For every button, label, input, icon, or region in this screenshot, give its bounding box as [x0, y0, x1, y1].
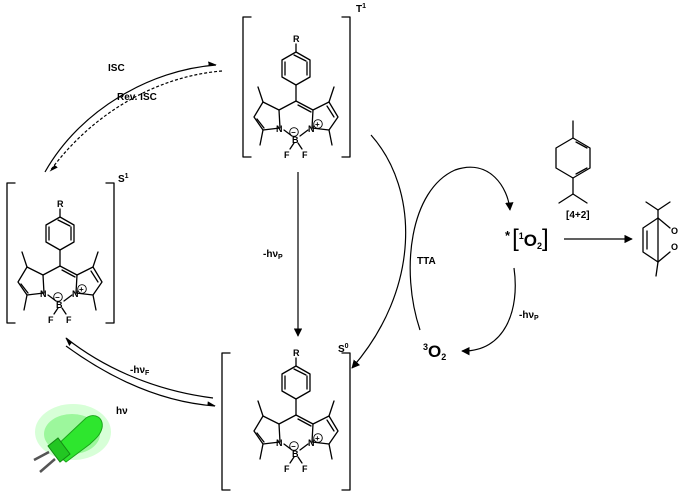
cycloaddition-label: [4+2] — [566, 210, 590, 221]
s1-molecule: R N N B F F − + — [17, 199, 103, 325]
rev-isc-label: Rev. ISC — [117, 92, 157, 103]
t1-plus-charge: + — [315, 120, 320, 129]
t1-r-atom: R — [293, 34, 300, 44]
oxygen-phosphorescence-arrow — [461, 267, 516, 356]
isc-label: ISC — [108, 63, 125, 74]
s0-n-left: N — [276, 438, 283, 448]
t1-to-s0-tta-arrow — [351, 134, 407, 369]
s0-plus-charge: + — [315, 434, 320, 443]
fluorescence-label: -hνF — [130, 365, 150, 377]
s1-f-right: F — [66, 315, 72, 325]
absorption-label: hν — [116, 406, 128, 417]
t1-bracket — [242, 16, 351, 158]
peroxide-o-bottom: O — [671, 242, 678, 252]
s1-b-atom: B — [56, 300, 63, 310]
triplet-oxygen-label: 3O2 — [423, 342, 446, 362]
s1-n-right: N — [72, 289, 79, 299]
t1-molecule: R N N B F F − + — [253, 34, 339, 160]
s0-n-right: N — [308, 438, 315, 448]
t1-f-right: F — [302, 150, 308, 160]
s0-b-atom: B — [292, 449, 299, 459]
s1-r-atom: R — [57, 199, 64, 209]
peroxide-o-top: O — [671, 226, 678, 236]
o2-activation-arrow — [409, 166, 514, 331]
t1-n-right: N — [308, 124, 315, 134]
s0-r-atom: R — [293, 348, 300, 358]
green-led-icon — [33, 404, 111, 473]
oxygen-phosphorescence-label: -hνP — [519, 310, 539, 322]
s1-minus-charge: − — [55, 293, 60, 302]
s0-bracket — [221, 352, 351, 491]
t1-f-left: F — [284, 150, 290, 160]
s0-f-right: F — [302, 464, 308, 474]
t1-state-label: T1 — [356, 3, 366, 15]
isc-arrow — [44, 61, 217, 173]
s1-state-label: S1 — [118, 173, 129, 185]
t1-minus-charge: − — [291, 128, 296, 137]
s1-n-left: N — [40, 289, 47, 299]
s1-plus-charge: + — [79, 285, 84, 294]
s0-molecule: R N N B F F − + — [253, 348, 339, 474]
alpha-terpinene-molecule — [555, 120, 591, 204]
t1-b-atom: B — [292, 135, 299, 145]
s1-bracket — [6, 182, 115, 324]
fluorescence-arrow — [65, 337, 214, 399]
s0-state-label: S0 — [338, 343, 349, 355]
absorption-arrow — [65, 345, 216, 407]
rev-isc-arrow — [49, 70, 223, 172]
s0-minus-charge: − — [291, 442, 296, 451]
tta-label: TTA — [417, 256, 436, 267]
s1-f-left: F — [48, 315, 54, 325]
s0-f-left: F — [284, 464, 290, 474]
endoperoxide-molecule: O O — [642, 201, 678, 277]
t1-n-left: N — [276, 124, 283, 134]
t1-phosphorescence-label: -hνP — [263, 249, 283, 261]
singlet-oxygen-label: *[1O2] — [505, 225, 549, 252]
